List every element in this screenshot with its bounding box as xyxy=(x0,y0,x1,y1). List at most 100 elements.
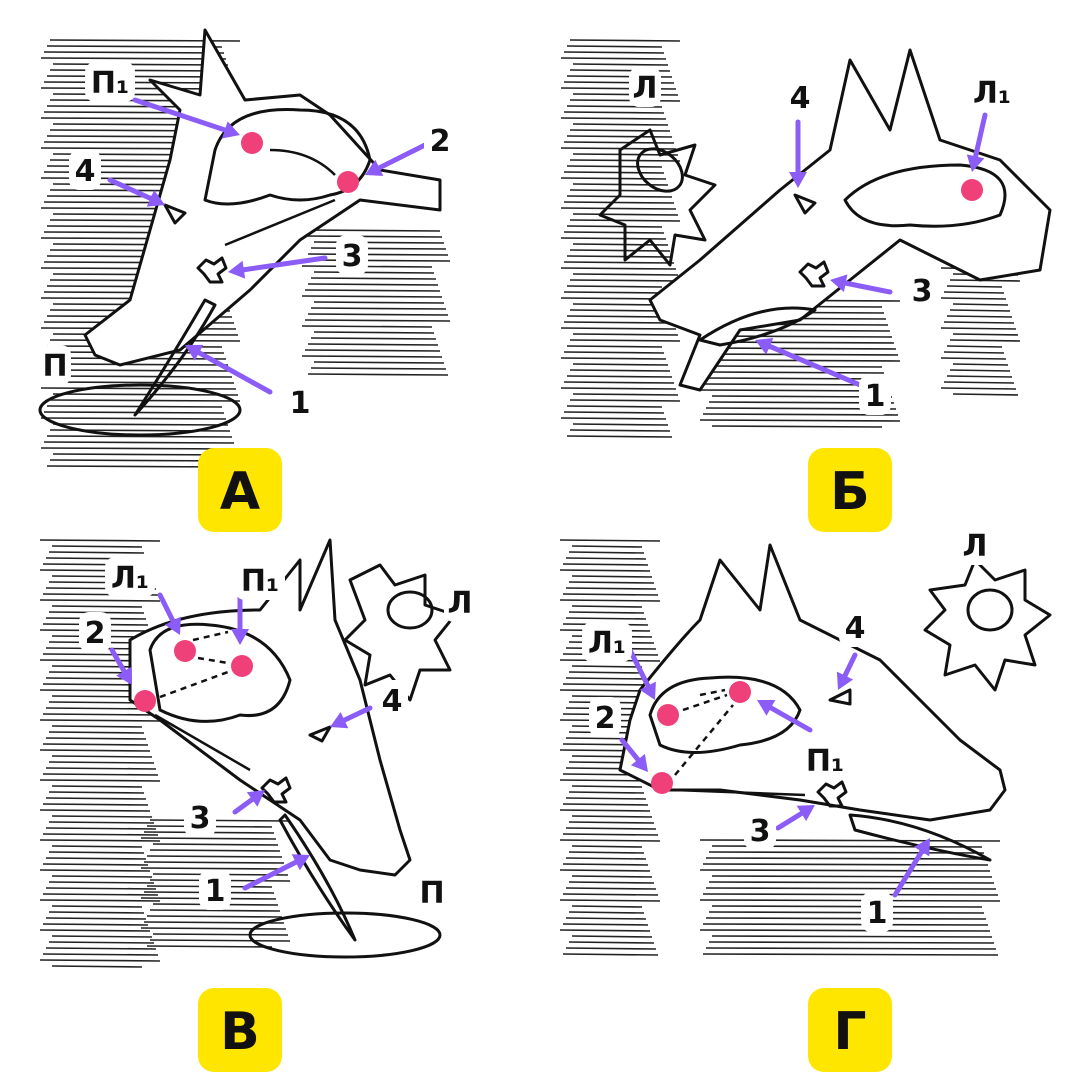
label-background xyxy=(582,622,632,662)
hatch-line xyxy=(39,779,161,782)
marker-p1-a xyxy=(241,132,263,154)
hatch-line xyxy=(304,259,451,262)
hatch-line xyxy=(560,207,677,210)
hatch-line xyxy=(42,893,159,896)
hatch-line xyxy=(45,827,157,830)
hatch-line xyxy=(307,253,449,256)
panel-v xyxy=(128,538,457,959)
eye-g xyxy=(828,688,852,706)
pointer-arrow xyxy=(107,177,153,201)
hatch-line xyxy=(572,213,679,216)
tongue-v xyxy=(278,813,357,942)
pointer-arrow xyxy=(132,97,228,133)
panel-b xyxy=(598,48,1052,392)
label-g-n1: 1 xyxy=(867,896,888,931)
hatch-line xyxy=(569,39,681,42)
hatch-line xyxy=(560,267,677,270)
hatch-line xyxy=(39,839,161,842)
hatch-line xyxy=(51,845,143,848)
pointer-arrows xyxy=(107,97,988,898)
label-g-n4: 4 xyxy=(845,611,866,646)
hatch-line xyxy=(39,929,151,932)
hatch-line xyxy=(45,947,157,950)
pointer-arrow xyxy=(241,255,328,273)
hatch-line xyxy=(48,911,145,914)
badge-b-letter: Б xyxy=(830,462,870,522)
label-background xyxy=(235,560,285,600)
marker-l1-g xyxy=(657,704,679,726)
hatch-line xyxy=(566,285,663,288)
hatch-line xyxy=(310,307,447,310)
label-v-p: П xyxy=(419,876,444,911)
pointer-arrow xyxy=(768,705,813,733)
hatch-line xyxy=(565,857,647,860)
hatch-line xyxy=(559,839,661,842)
label-background xyxy=(859,375,891,415)
link-arrow-a2 xyxy=(224,198,336,247)
arrowhead xyxy=(228,260,246,279)
hatch-line xyxy=(946,345,1003,348)
hatch-line xyxy=(52,423,229,426)
arrowhead xyxy=(757,700,776,716)
pointer-arrow xyxy=(842,652,858,679)
hatch-line xyxy=(568,881,655,884)
label-background xyxy=(376,680,408,720)
hatch-line xyxy=(569,399,681,402)
label-background xyxy=(105,557,155,597)
hatch-line xyxy=(566,435,673,438)
hatch-line xyxy=(45,767,157,770)
hatch-line xyxy=(560,57,667,60)
marker-2-v xyxy=(134,690,156,712)
tongue-b xyxy=(698,306,817,347)
hatch-line xyxy=(42,953,159,956)
hatch-line xyxy=(562,563,649,566)
hatch-line xyxy=(45,917,147,920)
hatch-line xyxy=(560,117,667,120)
hatch-line xyxy=(140,837,277,840)
hatch-line xyxy=(559,689,651,692)
hatch-line xyxy=(559,539,661,542)
label-background xyxy=(79,612,111,652)
hatch-line xyxy=(40,417,227,420)
hatch-line xyxy=(571,905,643,908)
hatch-line xyxy=(39,899,161,902)
hatch-line xyxy=(313,331,435,334)
hatch-line xyxy=(140,927,287,930)
pointer-arrow xyxy=(843,280,893,295)
hatch-line xyxy=(562,923,649,926)
eye-b xyxy=(793,193,817,215)
arrowhead xyxy=(330,712,349,729)
label-background xyxy=(629,67,661,107)
hatch-line xyxy=(51,935,153,938)
label-background xyxy=(906,270,938,310)
lamp-g-icon xyxy=(923,558,1052,692)
hatch-line xyxy=(39,869,151,872)
pointer-arrow xyxy=(775,810,804,831)
hatch-line xyxy=(46,435,233,438)
hatch-line xyxy=(568,851,645,854)
arrowhead xyxy=(830,274,848,292)
marker-2-g xyxy=(651,772,673,794)
hatch-line xyxy=(568,911,645,914)
label-a-n4: 4 xyxy=(75,154,96,189)
hatch-line xyxy=(565,917,647,920)
hatch-line xyxy=(43,381,235,384)
hatch-line xyxy=(39,809,151,812)
hatch-line xyxy=(569,219,681,222)
hatch-line xyxy=(702,923,989,926)
hatch-line xyxy=(560,357,667,360)
label-background xyxy=(416,872,448,912)
hatch-line xyxy=(149,909,281,912)
label-a-n1: 1 xyxy=(290,386,311,421)
hatch-line xyxy=(711,935,993,938)
hatch-line xyxy=(301,355,443,358)
panel-a xyxy=(38,28,442,437)
label-background xyxy=(444,582,476,622)
hatch-line xyxy=(563,51,665,54)
hatch-line xyxy=(562,953,659,956)
hatch-line xyxy=(568,671,645,674)
brain-b xyxy=(843,163,1007,228)
lamp-v-icon xyxy=(343,563,457,702)
